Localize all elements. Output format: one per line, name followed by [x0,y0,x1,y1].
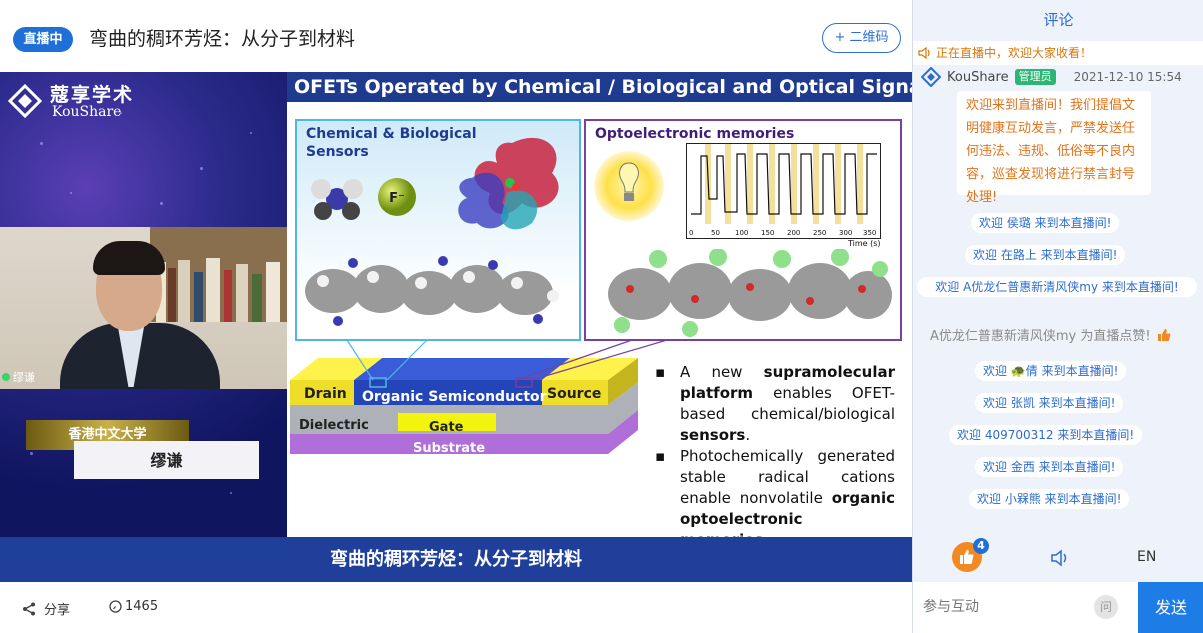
ofet-layers [290,358,638,454]
svg-text:300: 300 [839,229,852,237]
speaker-panel: 蔻享学术 KouShare [0,72,287,537]
fluoride-label: F⁻ [389,191,405,206]
graph-x-ticks: 0 50 100 150 200 250 300 350 [689,229,876,237]
memories-panel: Optoelectronic memories [584,119,902,341]
live-notice-text: 正在直播中，欢迎大家收看！ [936,46,1093,60]
welcome-chip: 欢迎 侯璐 来到本直播间! [971,213,1120,233]
share-button[interactable]: 分享 [22,599,70,618]
sound-button[interactable] [1046,545,1072,571]
drain-label: Drain [304,386,347,402]
semiconductor-label: Organic Semiconductor [362,389,547,405]
ask-question-button[interactable]: 问 [1094,595,1118,619]
like-count-badge: 4 [973,538,989,554]
speaker-hair [93,241,165,275]
callout-lines [346,339,668,381]
stream-title: 弯曲的稠环芳烃：从分子到材料 [89,28,356,50]
speaker-camera: 缪谦 [0,227,287,389]
comment-sidebar: 评论 正在直播中，欢迎大家收看！ KouShare 管理员 2021-12-10… [912,0,1203,633]
stream-header: 直播中 弯曲的稠环芳烃：从分子到材料 + 二维码 [0,0,912,72]
bullet-memories: Photochemically generated stable radical… [655,446,895,551]
koushare-logo-icon [8,84,42,118]
thumbs-up-icon [1157,328,1170,341]
welcome-chip: 欢迎 🐢倩 来到本直播间! [975,361,1127,381]
qr-code-button[interactable]: + 二维码 [822,23,901,53]
protein-structure-icon [458,137,559,230]
svg-text:150: 150 [761,229,774,237]
svg-text:200: 200 [787,229,800,237]
welcome-chip: 欢迎 A优龙仁普惠新清风侠my 来到本直播间! [917,277,1197,297]
admin-message-header: KouShare 管理员 2021-12-10 15:54 [921,67,1201,87]
svg-text:0: 0 [689,229,693,237]
volume-icon [1051,549,1067,567]
svg-text:50: 50 [711,229,720,237]
welcome-chip: 欢迎 金西 来到本直播间! [975,457,1124,477]
sensors-label: Chemical & Biological Sensors [306,126,477,160]
logo-text-cn: 蔻享学术 [50,84,135,106]
svg-text:350: 350 [863,229,876,237]
share-icon [23,602,35,615]
send-button[interactable]: 发送 [1138,582,1203,633]
molecular-packing-left [305,256,559,326]
slide-title: OFETs Operated by Chemical / Biological … [287,72,912,102]
comment-input-area: 问 发送 [913,582,1203,633]
player-footer: 分享 1465 [0,582,912,633]
sensors-panel: Chemical & Biological Sensors F⁻ [295,119,581,341]
welcome-chip: 欢迎 小槑熊 来到本直播间! [969,489,1130,509]
svg-text:250: 250 [813,229,826,237]
share-label: 分享 [44,603,71,618]
admin-timestamp: 2021-12-10 15:54 [1073,70,1182,84]
dielectric-label: Dielectric [299,418,369,433]
logo-text-en: KouShare [52,104,122,120]
bullet-sensors: A new supramolecular platform enables OF… [655,362,895,446]
like-notice: A优龙仁普惠新清风侠my 为直播点赞! [930,325,1171,344]
video-caption: 弯曲的稠环芳烃：从分子到材料 [0,537,912,582]
admin-badge: 管理员 [1014,69,1056,85]
view-count-value: 1465 [125,599,159,614]
clock-icon [109,600,122,613]
admin-message: 欢迎来到直播间！我们提倡文明健康互动发言，严禁发送任何违法、违规、低俗等不良内容… [957,91,1151,205]
fluoride-ion-icon: F⁻ [378,178,416,216]
gate-label: Gate [429,420,464,435]
speaker-icon [918,47,930,59]
ofet-device-diagram [290,350,638,462]
tab-comments[interactable]: 评论 [913,0,1203,40]
live-badge: 直播中 [13,27,73,52]
welcome-chip: 欢迎 张凯 来到本直播间! [975,393,1124,413]
bulb-outline-icon [619,162,639,201]
view-count: 1465 [109,599,158,614]
comment-input[interactable] [923,594,1088,620]
camera-name-label: 缪谦 [13,371,35,384]
svg-text:100: 100 [735,229,748,237]
live-notice: 正在直播中，欢迎大家收看！ [913,41,1203,65]
welcome-chip: 欢迎 在路上 来到本直播间! [965,245,1126,265]
video-player[interactable]: 蔻享学术 KouShare [0,72,912,582]
slide-bullets: A new supramolecular platform enables OF… [655,362,895,551]
molecular-packing-right [608,249,892,337]
koushare-avatar-icon [921,67,941,87]
presentation-slide: OFETs Operated by Chemical / Biological … [287,72,912,549]
graph-xlabel: Time (s) [848,239,881,248]
current-time-graph: 0 50 100 150 200 250 300 350 [686,143,881,239]
speaker-name-banner: 缪谦 [74,441,259,479]
bookshelf [150,227,287,322]
admin-name: KouShare [947,69,1009,85]
comment-feed[interactable]: KouShare 管理员 2021-12-10 15:54 欢迎来到直播间！我们… [913,65,1203,535]
source-label: Source [547,386,602,402]
substrate-label: Substrate [413,441,486,456]
ammonium-molecule-icon [311,179,363,220]
mic-active-icon [2,373,10,381]
thumbs-up-icon [960,550,974,564]
memories-label: Optoelectronic memories [595,126,795,142]
like-notice-text: A优龙仁普惠新清风侠my 为直播点赞! [930,329,1151,344]
camera-name-tag: 缪谦 [2,369,35,385]
graph-trace: 0 50 100 150 200 250 300 350 [689,144,877,237]
welcome-chip: 欢迎 409700312 来到本直播间! [949,425,1143,445]
sidebar-toolbar: 4 EN [913,535,1203,582]
language-toggle[interactable]: EN [1137,549,1157,565]
